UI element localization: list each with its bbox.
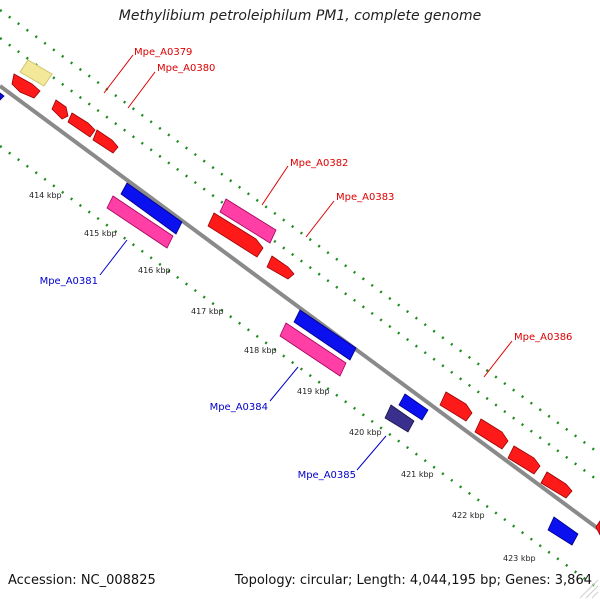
gene-mpe-a0381[interactable] — [106, 195, 174, 249]
callout-line-a0382 — [261, 165, 289, 206]
callout-line-a0385 — [356, 435, 387, 471]
gene-mpe-a0382[interactable] — [219, 198, 277, 244]
gene-label-a0379[interactable]: Mpe_A0379 — [134, 47, 192, 58]
callout-line-a0386 — [483, 340, 513, 378]
tick-label-414: 414 kbp — [29, 191, 62, 200]
lower-dotted-track — [0, 144, 600, 592]
gene-label-a0386[interactable]: Mpe_A0386 — [514, 332, 572, 343]
gene-mpe-a0384-blue[interactable] — [293, 309, 357, 361]
upper-dotted-track — [0, 36, 600, 484]
tick-label-419: 419 kbp — [297, 387, 330, 396]
tick-label-421: 421 kbp — [401, 470, 434, 479]
tick-label-418: 418 kbp — [244, 346, 277, 355]
gene-left-edge-blue[interactable] — [0, 92, 5, 101]
callout-line-a0381 — [99, 239, 128, 276]
callout-line-a0379 — [103, 54, 134, 94]
tick-label-416: 416 kbp — [138, 266, 171, 275]
gene-mpe-a0380[interactable] — [51, 99, 119, 154]
genome-stats-text: Topology: circular; Length: 4,044,195 bp… — [234, 573, 592, 588]
gene-mpe-a0385[interactable] — [384, 404, 415, 433]
gene-mpe-a0384[interactable] — [279, 322, 347, 377]
tick-label-415: 415 kbp — [84, 229, 117, 238]
gene-right-edge-blue[interactable] — [547, 516, 579, 546]
callout-line-a0384 — [269, 366, 299, 402]
gene-mpe-a0383[interactable] — [207, 212, 295, 280]
gene-mpe-a0379-yellow[interactable] — [19, 59, 53, 87]
gene-label-a0385[interactable]: Mpe_A0385 — [298, 470, 356, 481]
resize-grip-icon — [579, 579, 599, 599]
genome-backbone — [0, 84, 600, 532]
gene-mpe-a0379[interactable] — [11, 73, 41, 99]
gene-label-a0383[interactable]: Mpe_A0383 — [336, 192, 394, 203]
tick-label-417: 417 kbp — [191, 307, 224, 316]
map-title: Methylibium petroleiphilum PM1, complete… — [118, 8, 482, 24]
gene-label-a0384[interactable]: Mpe_A0384 — [210, 402, 268, 413]
tick-label-423: 423 kbp — [503, 554, 536, 563]
callout-line-a0380 — [127, 71, 156, 109]
callout-line-a0383 — [305, 200, 335, 238]
gene-mpe-a0385-blue[interactable] — [398, 393, 429, 421]
gene-mpe-a0381-blue[interactable] — [120, 182, 183, 235]
tick-label-422: 422 kbp — [452, 511, 485, 520]
accession-text: Accession: NC_008825 — [8, 573, 156, 588]
tick-label-420: 420 kbp — [349, 428, 382, 437]
gene-mpe-a0386[interactable] — [439, 391, 600, 536]
gene-label-a0381[interactable]: Mpe_A0381 — [40, 276, 98, 287]
gene-label-a0382[interactable]: Mpe_A0382 — [290, 158, 348, 169]
gene-label-a0380[interactable]: Mpe_A0380 — [157, 63, 215, 74]
